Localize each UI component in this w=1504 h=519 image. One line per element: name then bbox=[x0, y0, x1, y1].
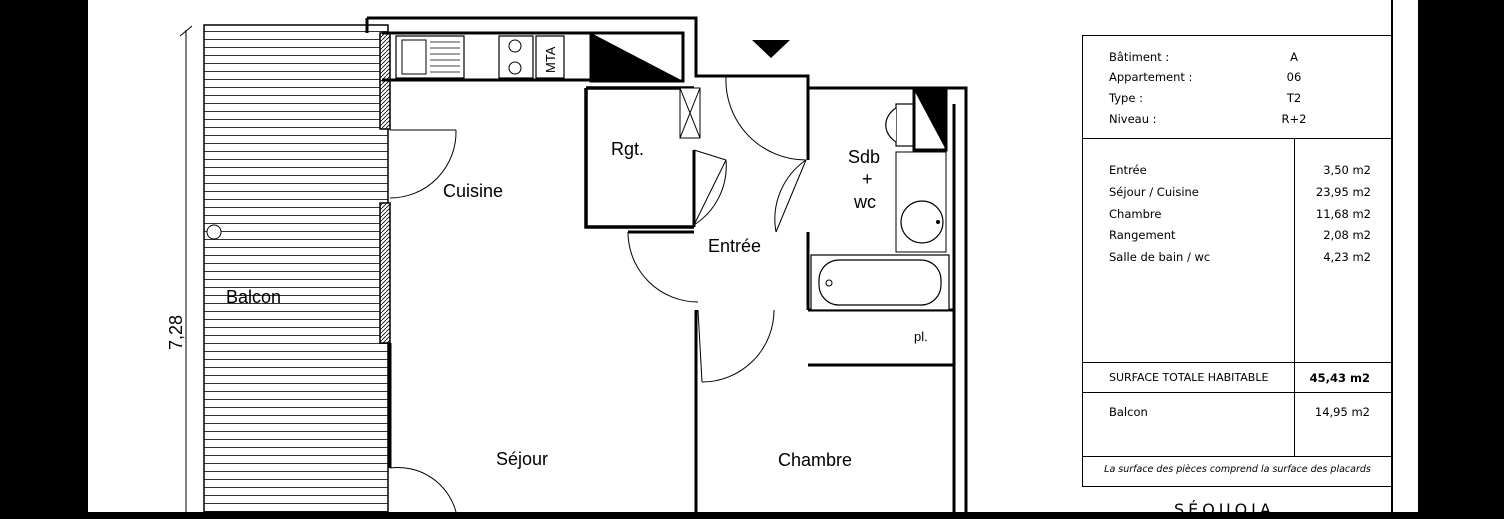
room-label-rgt: Rgt. bbox=[611, 139, 644, 159]
dimension-label: 7,28 bbox=[166, 315, 186, 350]
room-label-sdb-plus: + bbox=[862, 169, 873, 189]
balcony-deck bbox=[203, 24, 389, 512]
room-label-sdb: Sdb bbox=[848, 147, 880, 167]
room-label-cuisine: Cuisine bbox=[443, 181, 503, 201]
dimension-line bbox=[179, 25, 193, 512]
info-row-type: Type :T2 bbox=[1109, 91, 1302, 105]
kitchen-counter bbox=[395, 35, 565, 79]
table-column-divider bbox=[1294, 139, 1295, 457]
entrance-arrow-icon bbox=[752, 40, 790, 58]
room-label-sejour: Séjour bbox=[496, 449, 548, 469]
room-label-balcon: Balcon bbox=[226, 287, 281, 307]
floor-plan: 7,28 Balcon bbox=[166, 16, 968, 512]
room-label-chambre: Chambre bbox=[778, 450, 852, 470]
plan-sheet: 7,28 Balcon bbox=[86, 0, 1418, 519]
room-label-wc: wc bbox=[853, 192, 876, 212]
exterior-walls bbox=[365, 16, 968, 512]
room-label-entree: Entrée bbox=[708, 236, 761, 256]
info-row-batiment: Bâtiment :A bbox=[1109, 50, 1298, 64]
building-info: Bâtiment :A Appartement :06 Type :T2 Niv… bbox=[1083, 36, 1392, 139]
total-area-row: SURFACE TOTALE HABITABLE 45,43 m2 bbox=[1083, 363, 1392, 393]
surface-note: La surface des pièces comprend la surfac… bbox=[1104, 464, 1371, 475]
storage-walls bbox=[584, 86, 694, 229]
info-row-niveau: Niveau :R+2 bbox=[1109, 112, 1307, 126]
footer-brand-text: SÉQUOIA bbox=[1174, 500, 1275, 519]
door-swings bbox=[389, 75, 807, 512]
info-row-appartement: Appartement :06 bbox=[1109, 70, 1302, 84]
mta-label: MTA bbox=[543, 46, 558, 73]
balcon-area-row: Balcon 14,95 m2 bbox=[1083, 393, 1392, 457]
bathroom-fixtures bbox=[810, 88, 950, 311]
facade-insulation-mid bbox=[379, 202, 391, 344]
surface-table: Bâtiment :A Appartement :06 Type :T2 Niv… bbox=[1082, 35, 1393, 487]
room-label-placard: pl. bbox=[914, 329, 928, 344]
drain-icon bbox=[206, 224, 222, 240]
